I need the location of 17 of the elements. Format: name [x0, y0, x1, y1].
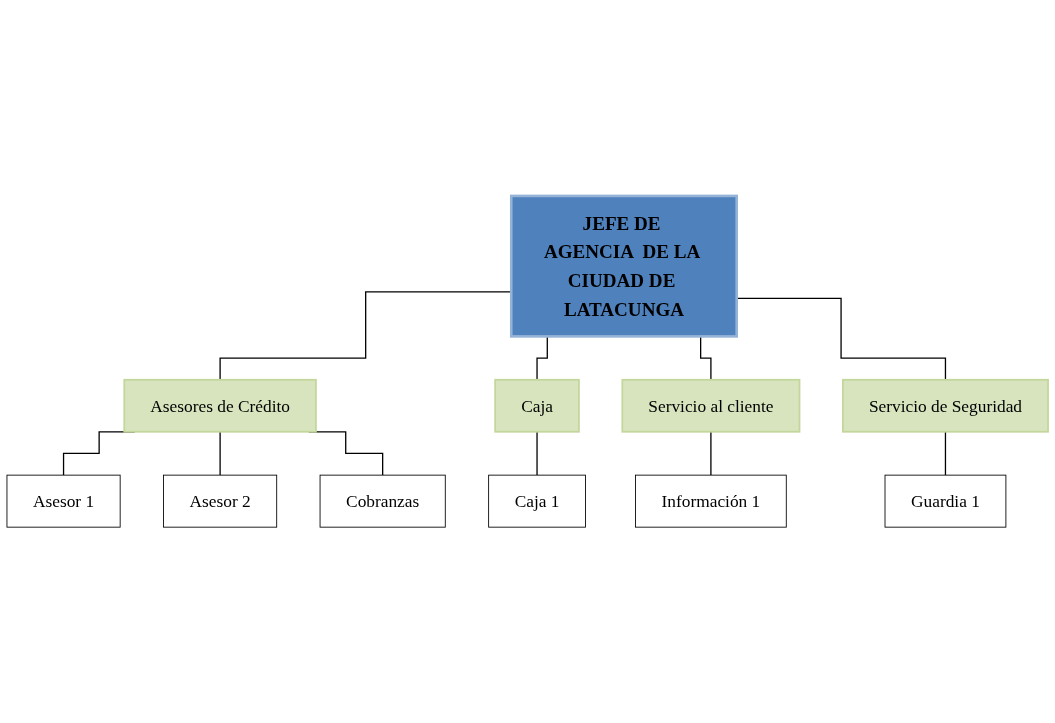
connector [710, 431, 712, 476]
connector [736, 297, 947, 381]
connector [219, 431, 221, 476]
node-box: Caja 1 [488, 474, 586, 528]
node-box: Servicio al cliente [621, 378, 801, 433]
node-box: Asesores de Crédito [123, 378, 317, 433]
node-box: Cobranzas [319, 474, 446, 528]
node-box: Asesor 1 [6, 474, 121, 528]
connector [536, 431, 538, 476]
node-box: Asesor 2 [163, 474, 278, 528]
node-box: Información 1 [635, 474, 787, 528]
node-box: Caja [494, 378, 580, 433]
connector [219, 291, 512, 381]
node-box: JEFE DE AGENCIA DE LA CIUDAD DE LATACUNGA [509, 194, 738, 338]
node-box: Servicio de Seguridad [842, 378, 1049, 433]
connector [944, 431, 947, 476]
node-box: Guardia 1 [884, 474, 1007, 528]
